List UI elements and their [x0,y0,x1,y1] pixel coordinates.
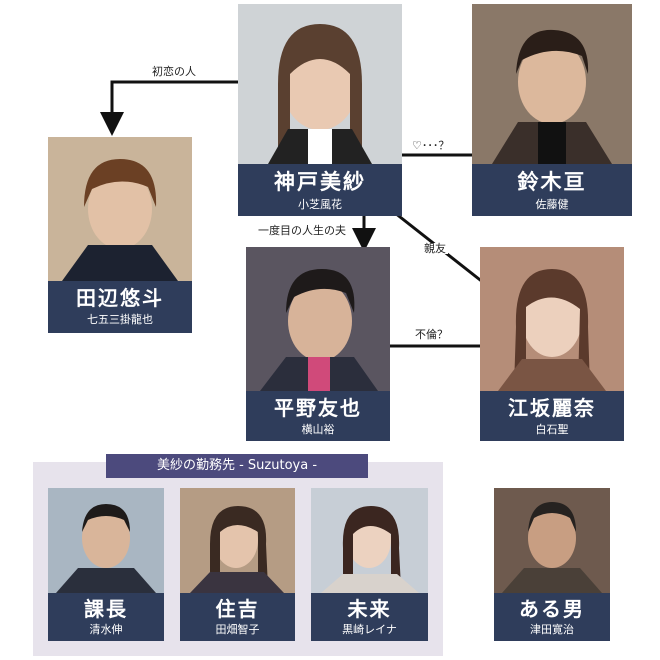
portrait-tomoya [246,247,390,391]
workplace-title: 美紗の勤務先 - Suzutoya - [106,454,368,478]
actor-aruotoko: 津田寛治 [530,623,574,636]
card-wataru: 鈴木亘 佐藤健 [472,4,632,216]
name-yuto: 田辺悠斗 [76,286,164,310]
actor-sumiyoshi: 田畑智子 [215,623,260,636]
heart-label: ♡･･･？ [410,139,452,152]
name-reina: 江坂麗奈 [508,396,596,420]
actor-yuto: 七五三掛龍也 [87,313,153,326]
name-misa: 神戸美紗 [274,170,366,194]
portrait-kacho [48,488,164,593]
actor-tomoya: 横山裕 [301,423,335,436]
portrait-wataru [472,4,632,164]
name-mirai: 未来 [347,597,392,621]
actor-mirai: 黒崎レイナ [342,623,397,636]
portrait-sumiyoshi [180,488,295,593]
portrait-reina [480,247,624,391]
name-tomoya: 平野友也 [274,396,362,420]
card-mirai: 未来 黒崎レイナ [311,488,428,641]
affair-label: 不倫？ [413,328,450,341]
card-reina: 江坂麗奈 白石聖 [480,247,624,441]
actor-kacho: 清水伸 [89,623,123,636]
name-wataru: 鈴木亘 [517,170,587,194]
portrait-aruotoko [494,488,610,593]
name-kacho: 課長 [84,597,128,621]
actor-reina: 白石聖 [535,423,569,436]
card-aruotoko: ある男 津田寛治 [494,488,610,641]
card-kacho: 課長 清水伸 [48,488,164,641]
name-aruotoko: ある男 [519,597,585,621]
portrait-mirai [311,488,428,593]
portrait-misa [238,4,402,164]
best-friend-label: 親友 [422,242,448,255]
card-misa: 神戸美紗 小芝風花 [238,4,402,216]
card-sumiyoshi: 住吉 田畑智子 [180,488,295,641]
first-love-line [100,80,238,136]
card-tomoya: 平野友也 横山裕 [246,247,390,441]
card-yuto: 田辺悠斗 七五三掛龍也 [48,137,192,333]
portrait-yuto [48,137,192,281]
actor-wataru: 佐藤健 [535,198,569,211]
actor-misa: 小芝風花 [298,198,342,211]
first-love-label: 初恋の人 [150,65,198,78]
name-sumiyoshi: 住吉 [215,597,260,621]
husband-label: 一度目の人生の夫 [256,224,348,237]
